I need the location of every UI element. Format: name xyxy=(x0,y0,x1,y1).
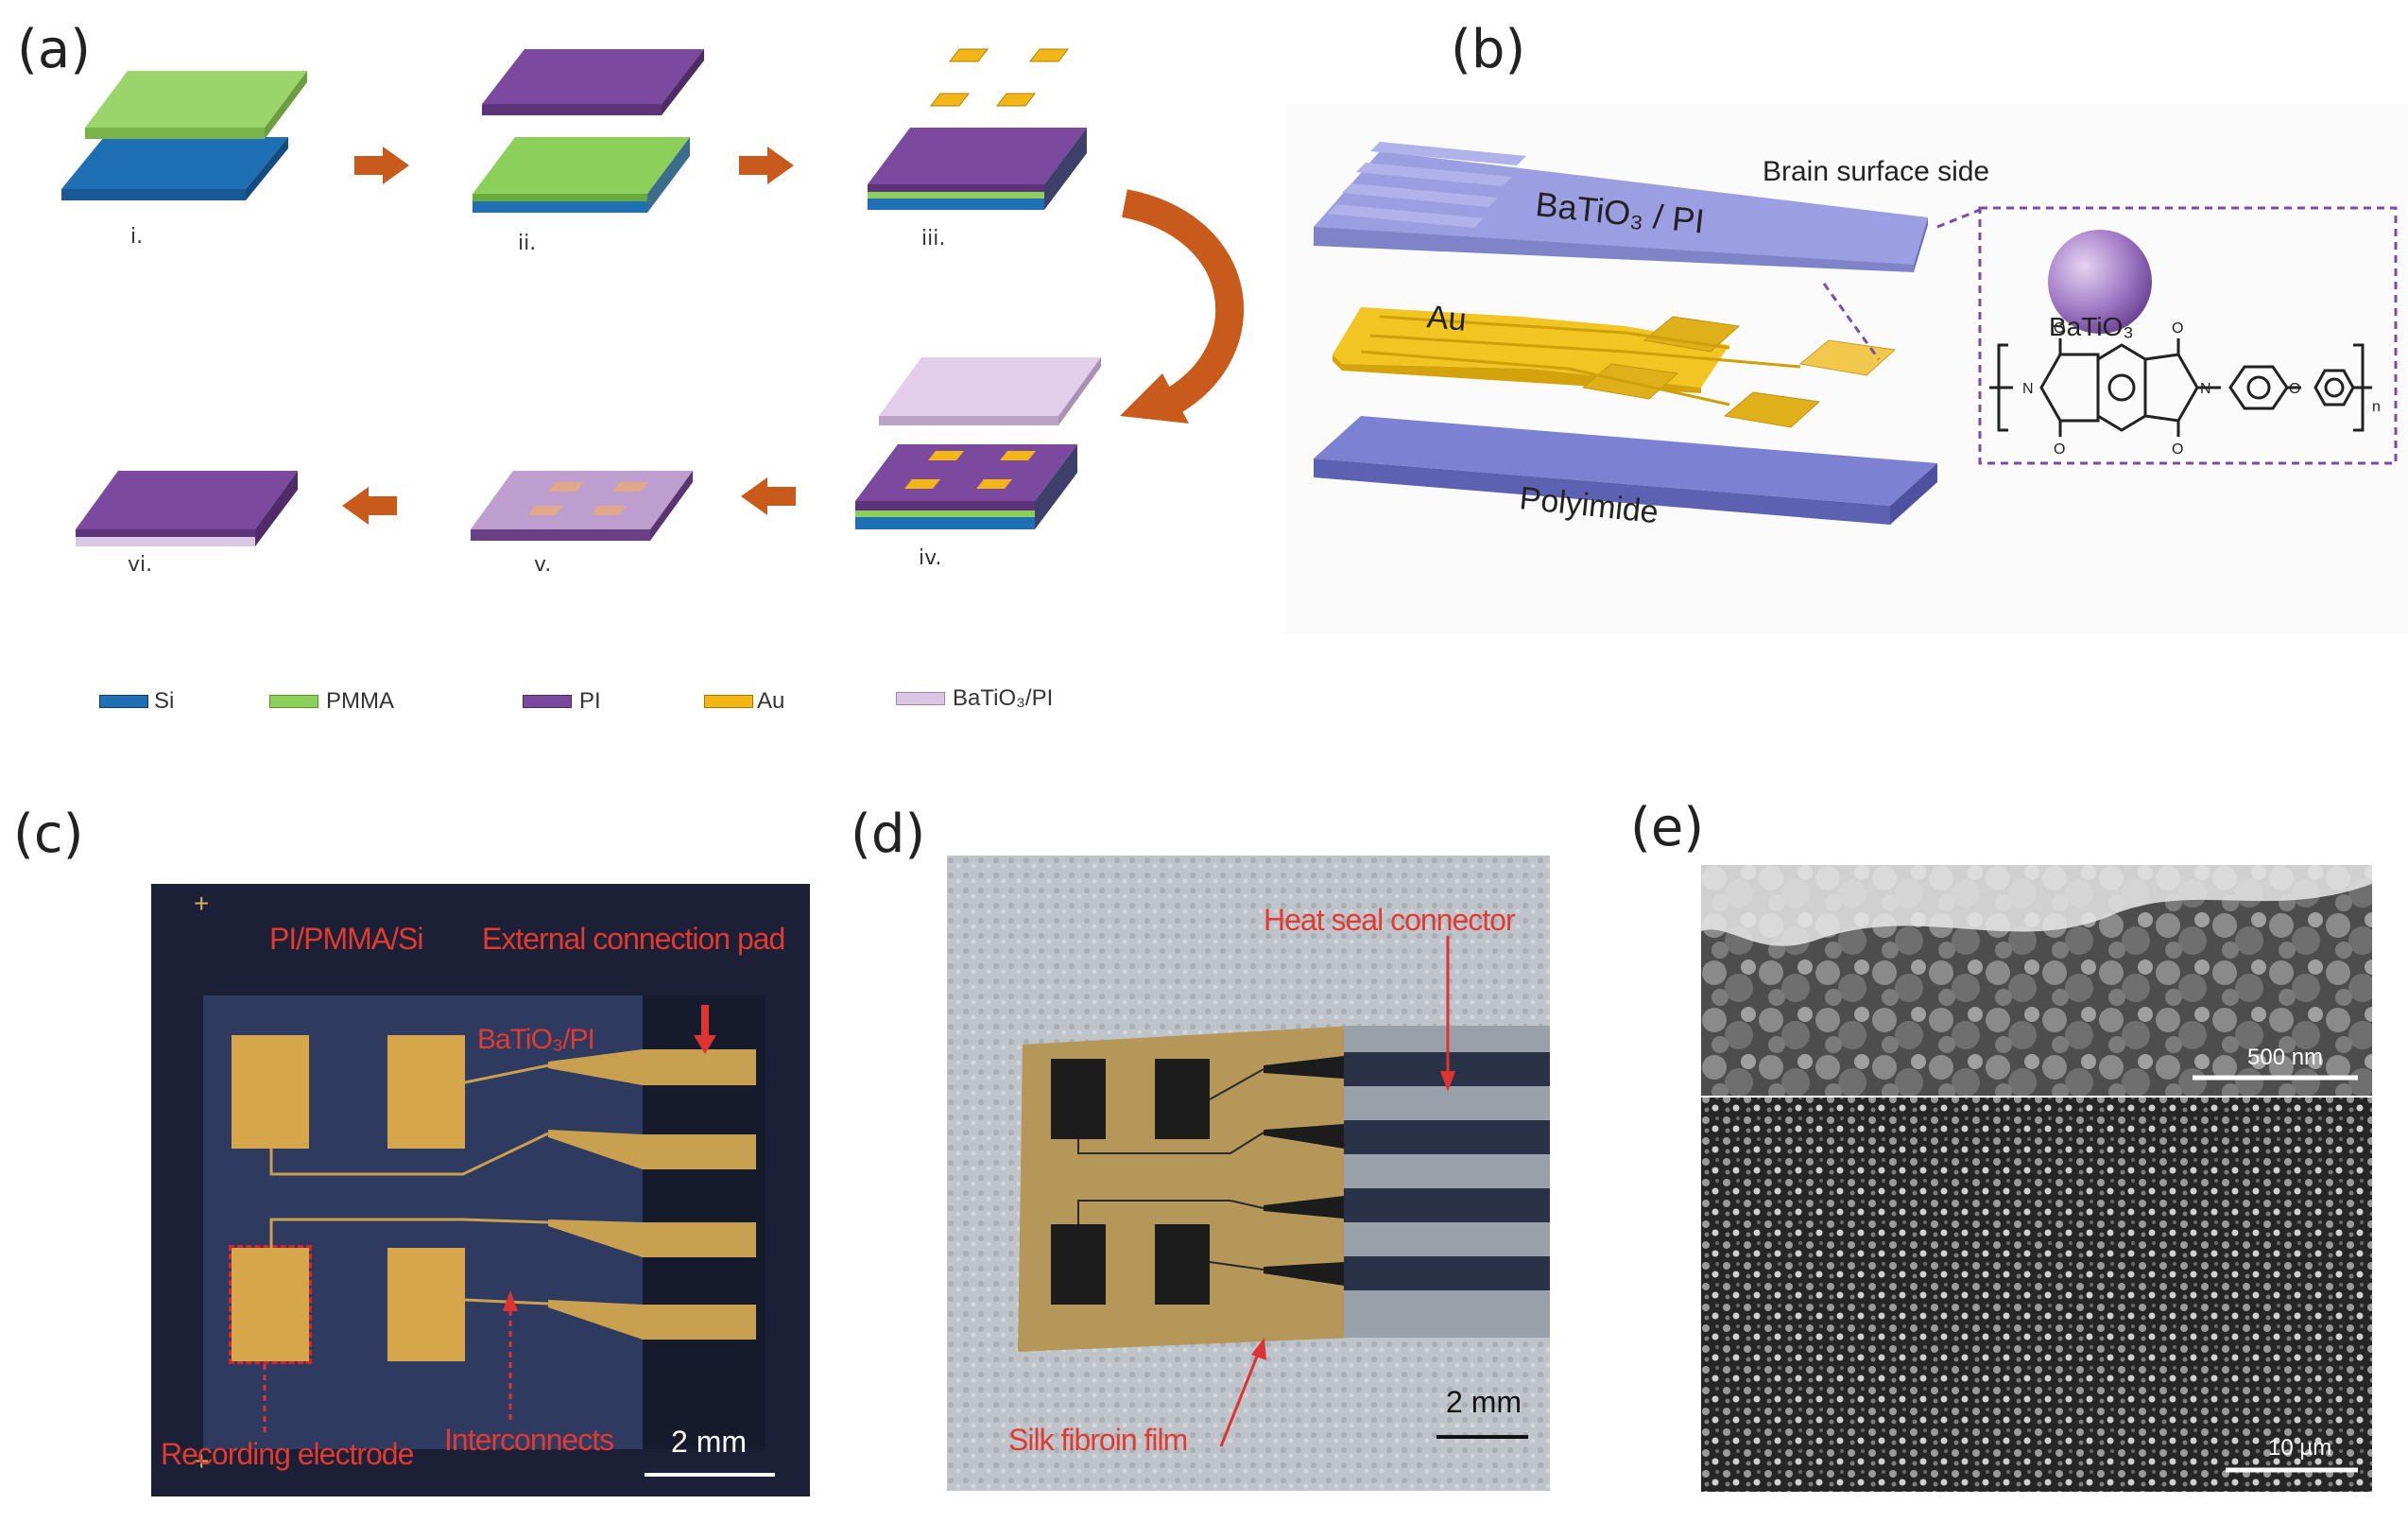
heat-seal-connector-label: Heat seal connector xyxy=(1264,903,1516,937)
legend-label-au: Au xyxy=(757,688,785,714)
legend-pmma: PMMA xyxy=(269,688,394,715)
step-v-label: v. xyxy=(534,553,552,577)
arrow-ii-iii xyxy=(739,147,794,184)
arrow-v-vi xyxy=(342,487,397,525)
interconnect-traces: + + xyxy=(194,889,775,1477)
polyimide-layer xyxy=(1314,416,1937,525)
legend-label-batio3-pi: BaTiO₃/PI xyxy=(953,685,1054,711)
panel-d-label: (d) xyxy=(851,804,926,865)
scale-bar-top-label: 500 nm xyxy=(2247,1045,2324,1070)
legend-swatch-au xyxy=(704,695,753,708)
arrow-iv-v xyxy=(741,477,796,515)
legend-swatch-pmma xyxy=(269,695,318,708)
scale-bar-d-label: 2 mm xyxy=(1446,1385,1522,1419)
legend-swatch-batio3-pi xyxy=(896,692,945,705)
interconnects-label: Interconnects xyxy=(444,1423,614,1457)
svg-text:O: O xyxy=(2054,441,2065,458)
panel-a-label: (a) xyxy=(17,19,92,80)
curved-arrow xyxy=(1120,189,1244,424)
step-vi-label: vi. xyxy=(128,553,153,577)
polyimide-structure xyxy=(1989,338,2372,437)
film-label: BaTiO₃/PI xyxy=(477,1024,595,1055)
step-iii-stack xyxy=(868,48,1087,210)
panel-a-process-diagram xyxy=(61,48,1244,546)
legend-au: Au xyxy=(704,688,784,715)
legend-label-pmma: PMMA xyxy=(326,688,394,714)
step-ii-label: ii. xyxy=(518,232,537,255)
legend-label-pi: PI xyxy=(579,688,601,714)
panel-c-device-photo: + + PI/PMMA/Si External connection pad B… xyxy=(151,884,810,1496)
sem-surface xyxy=(1701,1097,2372,1492)
structure-atoms: O O O O N N On xyxy=(2022,320,2381,458)
step-ii-stack xyxy=(473,49,704,213)
silk-fibroin-film-label: Silk fibroin film xyxy=(1008,1423,1188,1457)
panel-e-drawing xyxy=(1701,865,2372,1492)
recording-electrode-2 xyxy=(387,1035,465,1149)
svg-text:O: O xyxy=(2172,320,2183,337)
chemical-inset-box xyxy=(1978,206,2398,465)
batio3-particle-label: BaTiO₃ xyxy=(2049,312,2134,341)
scale-bar-bottom-label: 10 µm xyxy=(2268,1435,2332,1461)
recording-electrode-4 xyxy=(387,1248,465,1361)
svg-text:O: O xyxy=(2289,381,2300,397)
legend-swatch-pi xyxy=(523,695,572,708)
callout-line-upper xyxy=(1936,206,1986,229)
legend-pi: PI xyxy=(523,688,601,715)
recording-electrode-1 xyxy=(232,1035,309,1149)
panel-c-label: (c) xyxy=(13,804,84,865)
recording-electrode-label: Recording electrode xyxy=(161,1437,414,1471)
arrow-i-ii xyxy=(354,147,409,184)
step-iii-label: iii. xyxy=(921,227,946,251)
step-iv-label: iv. xyxy=(919,546,942,570)
legend-label-si: Si xyxy=(154,688,175,714)
panel-b-device-schematic: O O O O N N On xyxy=(1285,104,2408,633)
step-v-stack xyxy=(471,471,693,541)
panel-b-label: (b) xyxy=(1451,19,1526,80)
legend-si: Si xyxy=(99,688,174,715)
panel-e-sem-images: 500 nm 10 µm xyxy=(1701,865,2372,1492)
step-i-label: i. xyxy=(130,225,144,249)
svg-text:O: O xyxy=(2172,441,2183,458)
panel-d-device-photo: Heat seal connector Silk fibroin film 2 … xyxy=(947,856,1550,1491)
batio3-pi-layer xyxy=(1314,142,1928,272)
au-layer xyxy=(1333,307,1897,428)
callout-line-lower xyxy=(1822,283,1881,360)
panel-e-label: (e) xyxy=(1630,797,1705,858)
batio3-particle xyxy=(2048,230,2152,334)
step-i-stack xyxy=(61,71,307,200)
panel-d-drawing xyxy=(947,856,1550,1491)
svg-text:N: N xyxy=(2200,381,2211,397)
svg-text:n: n xyxy=(2372,399,2381,415)
brain-surface-side-label: Brain surface side xyxy=(1763,156,1990,187)
svg-text:+: + xyxy=(194,1446,209,1476)
external-pad-label: External connection pad xyxy=(482,922,785,956)
svg-text:+: + xyxy=(194,889,209,918)
substrate-label: PI/PMMA/Si xyxy=(269,922,423,956)
svg-text:O: O xyxy=(2054,320,2065,337)
legend-batio3-pi: BaTiO₃/PI xyxy=(896,685,1053,712)
step-iv-stack xyxy=(855,357,1101,529)
recording-electrode-3 xyxy=(229,1245,312,1364)
svg-text:N: N xyxy=(2022,381,2034,397)
scale-bar-c-label: 2 mm xyxy=(671,1425,747,1459)
step-vi-stack xyxy=(76,471,298,546)
au-label: Au xyxy=(1425,299,1469,338)
legend-swatch-si xyxy=(99,695,148,708)
